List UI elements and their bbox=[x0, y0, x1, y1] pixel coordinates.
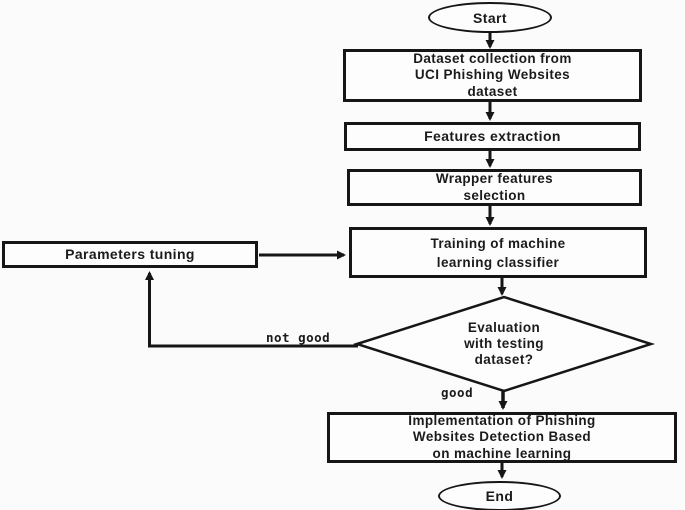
training-line: Training of machine bbox=[430, 235, 566, 251]
wrapper-selection-line: selection bbox=[463, 187, 526, 203]
process-features-extraction: Features extraction bbox=[344, 122, 641, 151]
process-training: Training of machine learning classifier bbox=[349, 227, 647, 278]
evaluation-line: with testing bbox=[464, 336, 544, 351]
features-extraction-label: Features extraction bbox=[424, 128, 561, 145]
end-label: End bbox=[485, 488, 514, 504]
decision-diamond-shape bbox=[352, 295, 656, 393]
implementation-line: on machine learning bbox=[432, 445, 572, 461]
edge-label-good: good bbox=[441, 385, 474, 400]
edge-label-not-good: not good bbox=[266, 330, 331, 345]
evaluation-line: dataset? bbox=[474, 352, 534, 367]
wrapper-selection-line: Wrapper features bbox=[435, 171, 554, 186]
start-terminator: Start bbox=[428, 2, 552, 33]
dataset-collection-line: Dataset collection from bbox=[413, 50, 572, 66]
dataset-collection-line: dataset bbox=[467, 83, 518, 99]
evaluation-line: Evaluation bbox=[467, 320, 541, 335]
implementation-line: Implementation of Phishing bbox=[408, 412, 596, 428]
training-line: learning classifier bbox=[436, 254, 560, 270]
implementation-line: Websites Detection Based bbox=[412, 429, 592, 445]
process-dataset-collection: Dataset collection from UCI Phishing Web… bbox=[343, 49, 642, 102]
decision-evaluation-label: Evaluation with testing dataset? bbox=[424, 320, 584, 368]
parameters-tuning-label: Parameters tuning bbox=[65, 246, 195, 263]
end-terminator: End bbox=[438, 481, 561, 510]
process-parameters-tuning: Parameters tuning bbox=[2, 241, 258, 268]
process-wrapper-selection: Wrapper features selection bbox=[347, 169, 642, 206]
start-label: Start bbox=[473, 9, 507, 26]
process-implementation: Implementation of Phishing Websites Dete… bbox=[327, 412, 677, 463]
dataset-collection-line: UCI Phishing Websites bbox=[414, 67, 571, 83]
